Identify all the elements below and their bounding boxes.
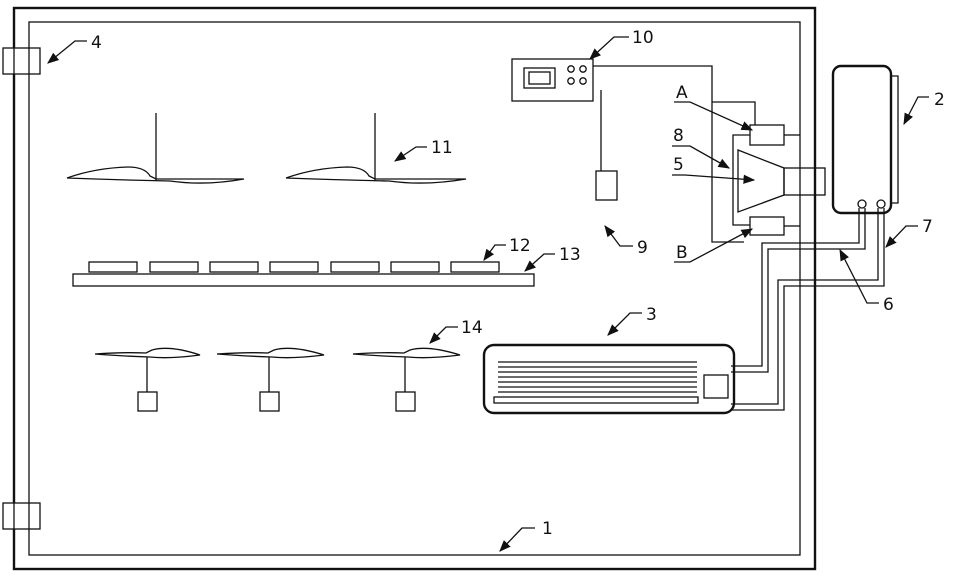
pipe-7	[731, 208, 884, 410]
lower-element-1	[95, 348, 200, 411]
hinge-bottom	[3, 503, 40, 529]
hinge-top	[3, 48, 40, 74]
label-2: 2	[934, 90, 945, 110]
nozzle-5	[738, 150, 825, 212]
pipe-6	[731, 208, 865, 372]
indoor-unit-3	[484, 345, 734, 413]
label-a: A	[676, 83, 688, 103]
label-11: 11	[431, 138, 453, 158]
lower-element-2	[217, 348, 324, 411]
tray-13	[73, 274, 534, 286]
controller-box	[512, 59, 593, 101]
label-4: 4	[91, 33, 102, 53]
label-12: 12	[509, 236, 531, 256]
nozzle-casing	[733, 135, 800, 226]
label-14: 14	[461, 318, 483, 338]
outdoor-unit-2	[833, 66, 898, 213]
label-13: 13	[559, 245, 581, 265]
control-wiring	[593, 66, 755, 242]
sensor-9	[596, 171, 617, 200]
label-7: 7	[922, 217, 933, 237]
label-b: B	[676, 243, 688, 263]
label-8: 8	[673, 126, 684, 146]
leader-lines	[48, 37, 929, 551]
valve-b	[750, 217, 784, 235]
label-3: 3	[646, 305, 657, 325]
label-9: 9	[637, 238, 648, 258]
valve-a	[750, 125, 784, 145]
label-6: 6	[883, 295, 894, 315]
enclosure	[14, 8, 815, 569]
label-5: 5	[673, 155, 684, 175]
lower-element-3	[353, 348, 460, 411]
label-1: 1	[542, 519, 553, 539]
label-10: 10	[632, 28, 654, 48]
tray-cells-12	[89, 262, 499, 272]
upper-element-left	[67, 113, 244, 183]
